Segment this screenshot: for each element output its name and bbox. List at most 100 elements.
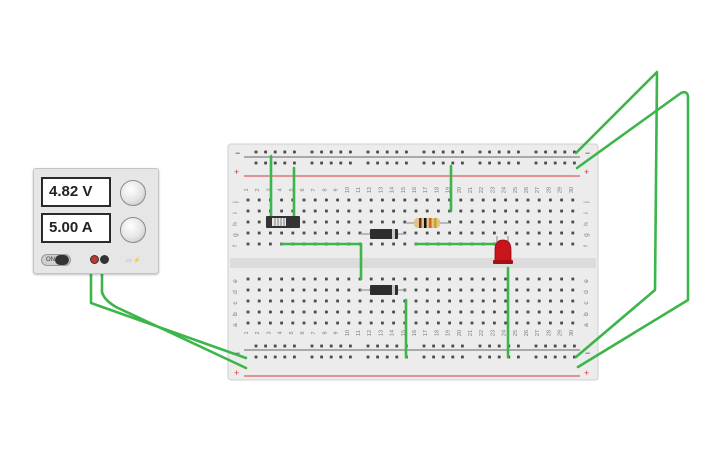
terminal-hole[interactable] xyxy=(504,299,507,303)
terminal-hole[interactable] xyxy=(246,310,250,314)
wire-top-minus-to-external[interactable] xyxy=(574,70,659,359)
rail-hole[interactable] xyxy=(405,150,408,154)
terminal-hole[interactable] xyxy=(347,310,351,314)
rail-hole[interactable] xyxy=(544,344,547,348)
terminal-hole[interactable] xyxy=(459,321,463,325)
terminal-hole[interactable] xyxy=(302,220,306,224)
terminal-hole[interactable] xyxy=(269,242,272,246)
rail-hole[interactable] xyxy=(339,161,343,165)
terminal-hole[interactable] xyxy=(537,209,541,213)
rail-hole[interactable] xyxy=(264,161,267,165)
terminal-hole[interactable] xyxy=(571,231,575,235)
terminal-hole[interactable] xyxy=(459,220,463,224)
rail-hole[interactable] xyxy=(385,344,389,348)
rail-hole[interactable] xyxy=(254,344,258,348)
terminal-hole[interactable] xyxy=(336,220,339,224)
rail-hole[interactable] xyxy=(461,161,464,165)
rail-hole[interactable] xyxy=(573,355,576,359)
terminal-hole[interactable] xyxy=(459,277,463,281)
rail-hole[interactable] xyxy=(432,355,435,359)
terminal-hole[interactable] xyxy=(526,220,530,224)
rail-hole[interactable] xyxy=(320,150,323,154)
terminal-hole[interactable] xyxy=(291,288,295,292)
terminal-hole[interactable] xyxy=(515,310,519,314)
terminal-hole[interactable] xyxy=(571,310,575,314)
terminal-hole[interactable] xyxy=(302,198,306,202)
terminal-hole[interactable] xyxy=(537,310,541,314)
terminal-hole[interactable] xyxy=(381,198,384,202)
rail-hole[interactable] xyxy=(254,150,258,154)
terminal-hole[interactable] xyxy=(369,277,373,281)
rail-hole[interactable] xyxy=(264,355,267,359)
terminal-hole[interactable] xyxy=(448,231,451,235)
rail-hole[interactable] xyxy=(534,161,538,165)
rail-hole[interactable] xyxy=(366,161,370,165)
rail-hole[interactable] xyxy=(329,150,333,154)
terminal-hole[interactable] xyxy=(381,242,384,246)
terminal-hole[interactable] xyxy=(470,310,474,314)
terminal-hole[interactable] xyxy=(526,209,530,213)
terminal-hole[interactable] xyxy=(257,242,261,246)
terminal-hole[interactable] xyxy=(280,231,283,235)
slide-switch[interactable] xyxy=(266,216,300,228)
rail-hole[interactable] xyxy=(320,355,323,359)
terminal-hole[interactable] xyxy=(358,231,362,235)
terminal-hole[interactable] xyxy=(470,209,474,213)
terminal-hole[interactable] xyxy=(403,242,407,246)
power-supply[interactable]: 4.82 V 5.00 A ON ▭ ⚡ xyxy=(33,168,159,274)
terminal-hole[interactable] xyxy=(257,198,261,202)
terminal-hole[interactable] xyxy=(537,277,541,281)
rail-hole[interactable] xyxy=(283,150,287,154)
rail-hole[interactable] xyxy=(310,161,314,165)
terminal-hole[interactable] xyxy=(504,231,507,235)
terminal-hole[interactable] xyxy=(280,277,283,281)
terminal-hole[interactable] xyxy=(291,231,295,235)
rail-hole[interactable] xyxy=(534,344,538,348)
terminal-hole[interactable] xyxy=(414,277,418,281)
terminal-hole[interactable] xyxy=(347,277,351,281)
terminal-hole[interactable] xyxy=(537,299,541,303)
positive-terminal[interactable] xyxy=(100,255,109,264)
terminal-hole[interactable] xyxy=(347,198,351,202)
rail-hole[interactable] xyxy=(310,344,314,348)
terminal-hole[interactable] xyxy=(448,198,451,202)
breadboard-holes[interactable] xyxy=(246,150,576,359)
rail-hole[interactable] xyxy=(273,150,277,154)
terminal-hole[interactable] xyxy=(470,198,474,202)
terminal-hole[interactable] xyxy=(537,242,541,246)
terminal-hole[interactable] xyxy=(313,321,317,325)
rail-hole[interactable] xyxy=(461,355,464,359)
terminal-hole[interactable] xyxy=(403,220,407,224)
rail-hole[interactable] xyxy=(254,355,258,359)
rail-hole[interactable] xyxy=(478,161,482,165)
terminal-hole[interactable] xyxy=(425,231,429,235)
terminal-hole[interactable] xyxy=(560,231,563,235)
terminal-hole[interactable] xyxy=(537,231,541,235)
rail-hole[interactable] xyxy=(293,161,296,165)
terminal-hole[interactable] xyxy=(448,277,451,281)
rail-hole[interactable] xyxy=(488,344,491,348)
terminal-hole[interactable] xyxy=(493,288,496,292)
terminal-hole[interactable] xyxy=(381,321,384,325)
rail-hole[interactable] xyxy=(283,355,287,359)
rail-hole[interactable] xyxy=(573,150,576,154)
power-toggle[interactable]: ON xyxy=(41,254,71,266)
terminal-hole[interactable] xyxy=(358,198,362,202)
terminal-hole[interactable] xyxy=(560,209,563,213)
terminal-hole[interactable] xyxy=(448,220,451,224)
terminal-hole[interactable] xyxy=(493,209,496,213)
terminal-hole[interactable] xyxy=(526,321,530,325)
terminal-hole[interactable] xyxy=(246,209,250,213)
terminal-hole[interactable] xyxy=(448,288,451,292)
rail-hole[interactable] xyxy=(310,355,314,359)
rail-hole[interactable] xyxy=(573,161,576,165)
rail-hole[interactable] xyxy=(461,344,464,348)
rail-hole[interactable] xyxy=(366,344,370,348)
terminal-hole[interactable] xyxy=(369,209,373,213)
terminal-hole[interactable] xyxy=(381,310,384,314)
rail-hole[interactable] xyxy=(376,161,379,165)
rail-hole[interactable] xyxy=(395,161,399,165)
terminal-hole[interactable] xyxy=(571,209,575,213)
rail-hole[interactable] xyxy=(517,150,520,154)
